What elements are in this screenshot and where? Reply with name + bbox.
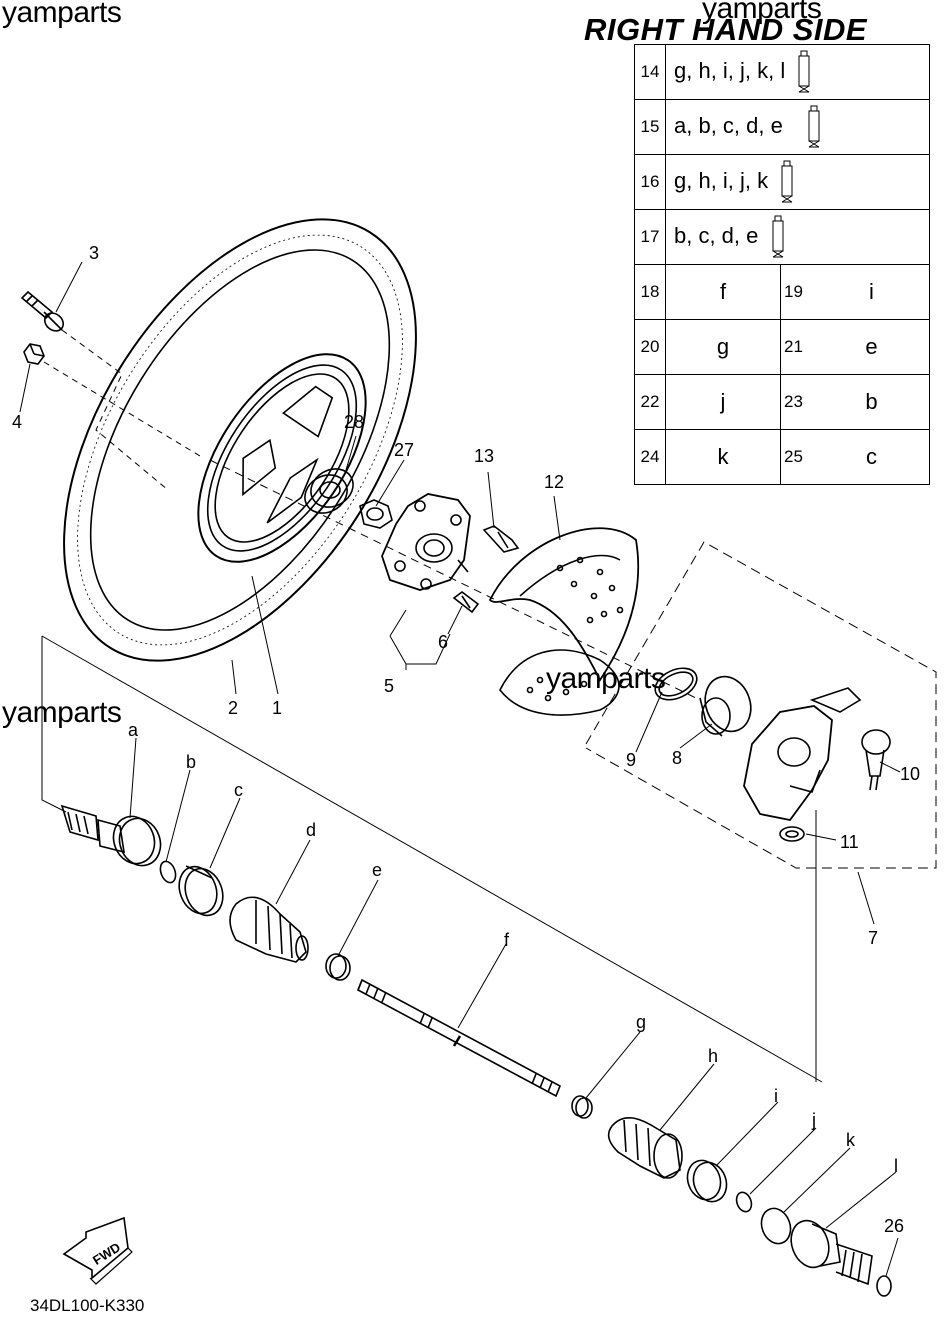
legend-row: 20 g 21 e: [634, 319, 930, 375]
watermark: yamparts: [702, 0, 822, 25]
legend-row: 22 j 23 b: [634, 374, 930, 430]
legend-kit-letters: g, h, i, j, k: [674, 167, 769, 193]
legend-part-number: 15: [634, 99, 666, 155]
callout-9: 9: [626, 750, 636, 770]
callout-12: 12: [544, 472, 564, 492]
steering-knuckle: [743, 687, 862, 821]
callout-1: 1: [272, 698, 282, 718]
callout-e: e: [372, 860, 382, 880]
legend-kit-letters: b, c, d, e: [674, 222, 759, 248]
callout-d: d: [306, 820, 316, 840]
legend-part-number: 24: [634, 429, 666, 485]
circlip-26: [876, 1275, 892, 1297]
legend-part-number: 25: [780, 429, 814, 485]
callout-h: h: [708, 1046, 718, 1066]
legend-part-number: 19: [780, 264, 814, 320]
boot-band-small: [325, 953, 351, 981]
legend-kit-letters: a, b, c, d, e: [674, 112, 783, 138]
callout-g: g: [636, 1012, 646, 1032]
drive-shaft: [356, 978, 562, 1098]
callout-2: 2: [228, 698, 238, 718]
callout-4: 4: [12, 412, 22, 432]
callout-j: j: [811, 1110, 816, 1130]
cv-joint-outboard: [60, 804, 162, 867]
grease-tube-icon: [772, 215, 784, 258]
callout-c: c: [234, 780, 243, 800]
hub-stud: [452, 591, 480, 614]
grease-tube-icon: [781, 160, 793, 203]
diagram-reference-code: 34DL100-K330: [30, 1296, 145, 1315]
callout-26: 26: [884, 1216, 904, 1236]
circlip-j: [735, 1191, 753, 1213]
watermark: yamparts: [2, 696, 122, 729]
bearing: [699, 675, 752, 737]
callout-i: i: [774, 1086, 778, 1106]
callout-8: 8: [672, 748, 682, 768]
legend-part-number: 23: [780, 374, 814, 430]
o-ring: [760, 1207, 792, 1245]
circlip: [654, 667, 698, 701]
wheel-rim: [197, 353, 367, 563]
callout-6: 6: [438, 632, 448, 652]
legend-part-letter: k: [665, 429, 781, 485]
callout-a: a: [128, 720, 139, 740]
legend-part-number: 14: [634, 44, 666, 100]
legend-part-letter: c: [814, 429, 930, 485]
diagram-title: RIGHT HAND SIDE: [584, 12, 868, 47]
watermark: yamparts: [2, 0, 122, 29]
kit-legend-table: 14 g, h, i, j, k, l 15 a, b, c, d, e 16 …: [634, 44, 930, 485]
legend-row: 18 f 19 i: [634, 264, 930, 320]
legend-row: 16 g, h, i, j, k: [634, 154, 930, 210]
cv-boot-inboard: [607, 1117, 683, 1179]
callout-13: 13: [474, 446, 494, 466]
washer: [304, 468, 354, 514]
legend-part-letter: g: [665, 319, 781, 375]
callout-11: 11: [840, 832, 859, 852]
axle-nut: [359, 499, 393, 529]
forward-arrow-icon: FWD: [62, 1216, 133, 1285]
legend-part-letter: e: [814, 319, 930, 375]
legend-part-number: 22: [634, 374, 666, 430]
snap-ring: [779, 826, 805, 842]
legend-part-number: 21: [780, 319, 814, 375]
callout-b: b: [186, 752, 196, 772]
legend-row: 24 k 25 c: [634, 429, 930, 485]
legend-part-number: 16: [634, 154, 666, 210]
legend-kit-contents: b, c, d, e: [665, 209, 930, 265]
cv-joint-inboard: [790, 1219, 873, 1286]
circlip-b: [159, 860, 177, 884]
callout-7: 7: [868, 928, 878, 948]
callout-f: f: [504, 930, 510, 950]
cv-boot: [229, 896, 309, 963]
tire: [63, 218, 417, 662]
valve-cap: [23, 343, 45, 365]
callout-l: l: [894, 1156, 898, 1176]
callout-28: 28: [344, 412, 364, 432]
callout-10: 10: [900, 764, 920, 784]
boot-band-i: [686, 1159, 728, 1203]
grease-tube-icon: [798, 50, 810, 93]
boot-band-g: [571, 1095, 593, 1119]
legend-kit-letters: g, h, i, j, k, l: [674, 57, 786, 83]
boot-band-large: [178, 865, 224, 917]
legend-part-letter: b: [814, 374, 930, 430]
callout-3: 3: [89, 243, 99, 263]
tire-valve: [20, 290, 65, 332]
callout-k: k: [846, 1130, 856, 1150]
grease-tube-icon: [808, 105, 820, 148]
callout-5: 5: [384, 676, 394, 696]
legend-row: 17 b, c, d, e: [634, 209, 930, 265]
disc-bolt: [482, 525, 520, 553]
brake-disc: [488, 527, 640, 716]
wheel-hub: [381, 493, 471, 591]
callout-27: 27: [394, 440, 414, 460]
ball-joint: [861, 729, 891, 791]
